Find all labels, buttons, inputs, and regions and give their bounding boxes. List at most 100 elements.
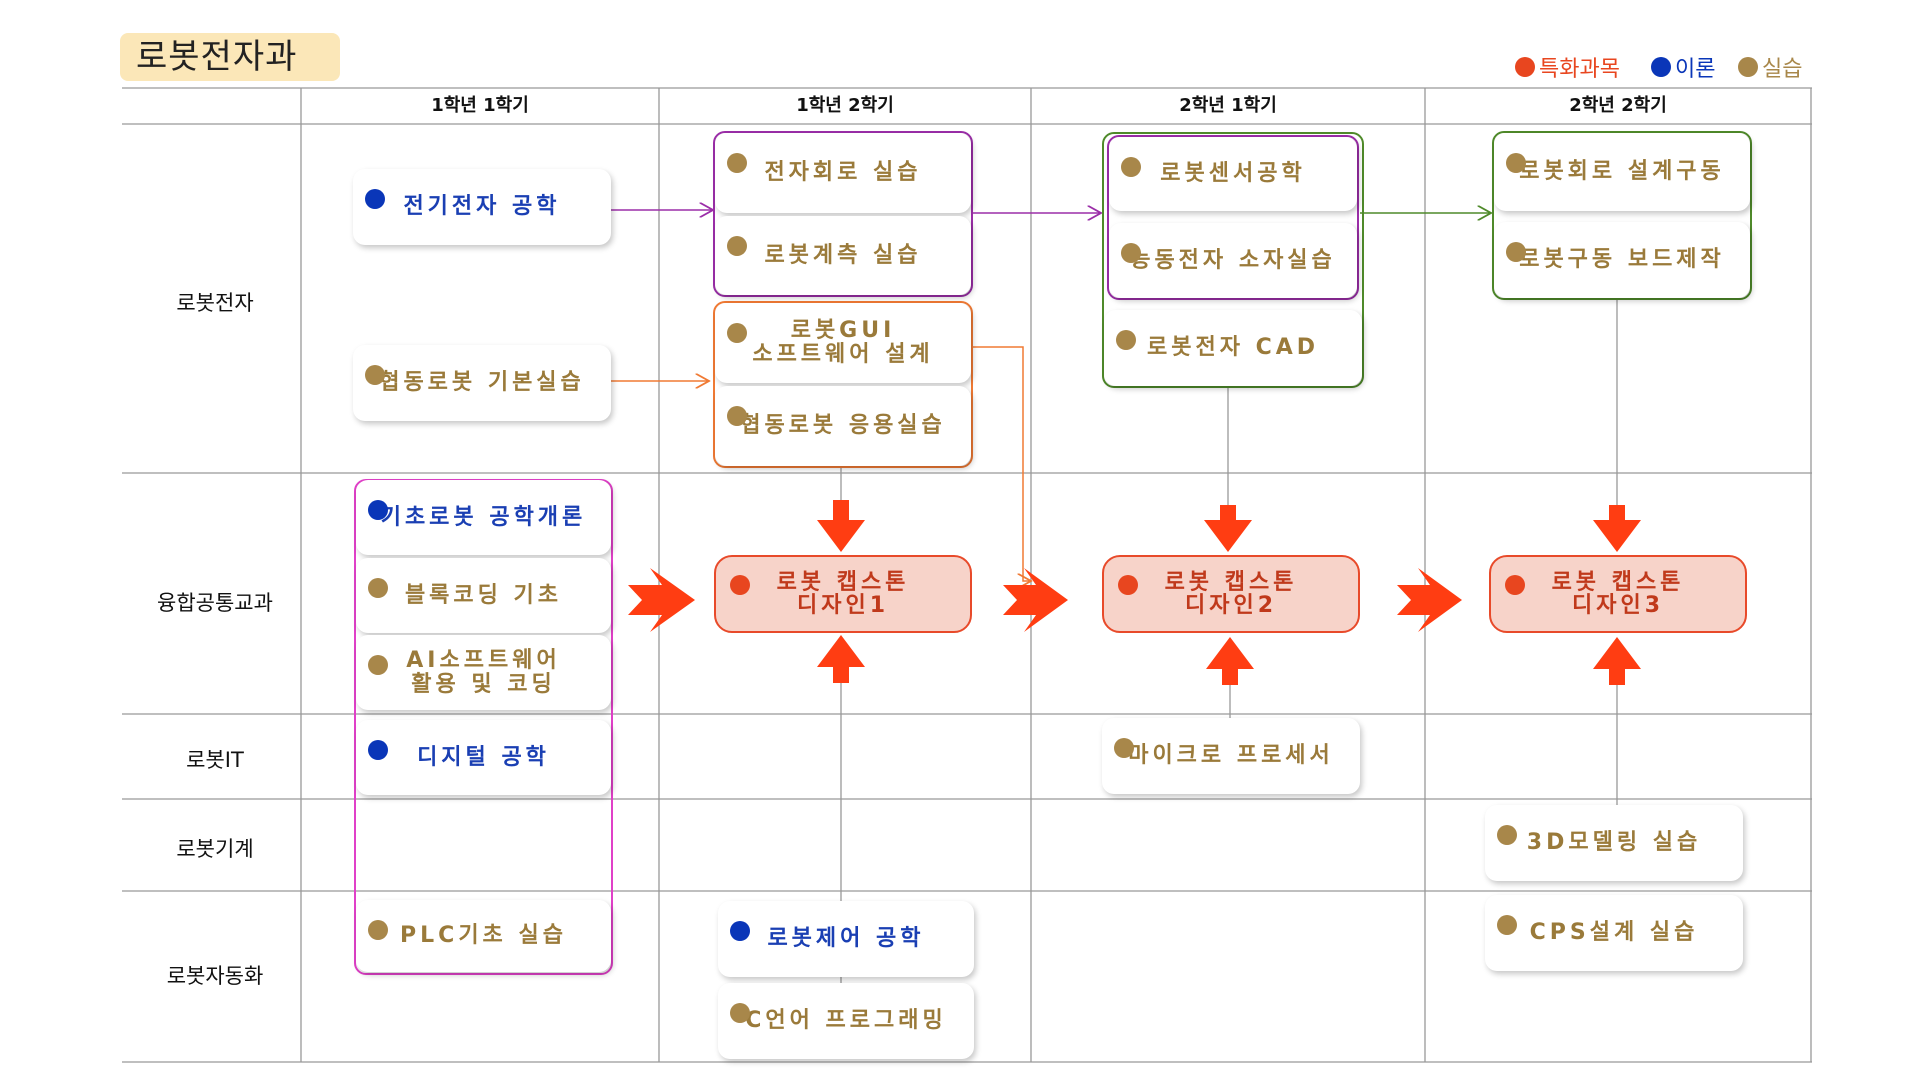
- capstone-label-line2: 디자인2: [1184, 593, 1278, 618]
- course-label: 협동로봇 응용실습: [740, 413, 946, 438]
- special-dot-icon: [1505, 575, 1525, 595]
- practice-dot-icon: [1114, 738, 1134, 758]
- course-card-active[interactable]: 능동전자 소자실습: [1109, 223, 1357, 298]
- course-label-line1: 로봇GUI: [790, 318, 896, 343]
- practice-dot-icon: [368, 920, 388, 940]
- theory-dot-icon: [730, 921, 750, 941]
- course-card-measure[interactable]: 로봇계측 실습: [715, 216, 971, 295]
- course-label: 로봇구동 보드제작: [1519, 247, 1725, 272]
- course-label-line1: AI소프트웨어: [406, 647, 561, 673]
- course-card-robot-circuit[interactable]: 로봇회로 설계구동: [1494, 133, 1750, 211]
- course-label: 능동전자 소자실습: [1130, 247, 1336, 273]
- course-card-cps[interactable]: CPS설계 실습: [1485, 895, 1743, 971]
- course-label: 로봇회로 설계구동: [1519, 159, 1725, 184]
- course-card-basic-robot[interactable]: 기초로봇 공학개론: [356, 480, 611, 555]
- practice-dot-icon: [1506, 153, 1526, 173]
- course-card-board[interactable]: 로봇구동 보드제작: [1494, 222, 1750, 298]
- course-card-gui[interactable]: 로봇GUI 소프트웨어 설계: [715, 303, 971, 383]
- practice-dot-icon: [727, 323, 747, 343]
- course-label: 3D모델링 실습: [1526, 830, 1702, 855]
- legend-special-dot: [1515, 57, 1535, 77]
- practice-dot-icon: [368, 578, 388, 598]
- practice-dot-icon: [1121, 157, 1141, 177]
- row-header-robot-it: 로봇IT: [186, 748, 244, 772]
- legend-special-label: 특화과목: [1539, 57, 1620, 82]
- course-card-ai-software[interactable]: AI소프트웨어 활용 및 코딩: [356, 635, 611, 710]
- capstone-label-line1: 로봇 캡스톤: [1551, 570, 1685, 595]
- theory-dot-icon: [368, 740, 388, 760]
- theory-dot-icon: [368, 500, 388, 520]
- course-label: 로봇계측 실습: [764, 242, 922, 268]
- course-label: 기초로봇 공학개론: [380, 504, 587, 530]
- capstone-label-line1: 로봇 캡스톤: [776, 570, 910, 595]
- practice-dot-icon: [1506, 242, 1526, 262]
- column-header-1-1: 1학년 1학기: [431, 95, 529, 116]
- course-label: 블록코딩 기초: [404, 582, 563, 608]
- course-label: 협동로봇 기본실습: [379, 370, 585, 395]
- course-card-3d-modeling[interactable]: 3D모델링 실습: [1485, 805, 1743, 881]
- course-card-micro[interactable]: 마이크로 프로세서: [1102, 718, 1360, 794]
- column-header-1-2: 1학년 2학기: [796, 95, 894, 116]
- course-label: 로봇제어 공학: [767, 926, 925, 951]
- legend-practice-label: 실습: [1762, 57, 1803, 82]
- course-card-coop-basic[interactable]: 협동로봇 기본실습: [353, 345, 611, 421]
- page-title: 로봇전자과: [120, 33, 340, 81]
- course-card-circuit[interactable]: 전자회로 실습: [715, 133, 971, 213]
- course-label-line2: 소프트웨어 설계: [752, 342, 934, 367]
- course-label: 디지털 공학: [417, 744, 550, 770]
- group-outline-1-2-orange: [713, 301, 973, 468]
- theory-dot-icon: [365, 189, 385, 209]
- course-card-sensor[interactable]: 로봇센서공학: [1109, 137, 1357, 211]
- row-header-robot-mechanical: 로봇기계: [176, 837, 254, 861]
- practice-dot-icon: [1116, 330, 1136, 350]
- group-outline-2-1-green: [1102, 132, 1364, 388]
- special-dot-icon: [730, 575, 750, 595]
- capstone-label-line2: 디자인1: [796, 593, 890, 618]
- practice-dot-icon: [730, 1003, 750, 1023]
- legend-theory-dot: [1651, 57, 1671, 77]
- legend-practice-dot: [1738, 57, 1758, 77]
- course-card-digital[interactable]: 디지털 공학: [356, 720, 611, 795]
- practice-dot-icon: [1497, 825, 1517, 845]
- course-card-plc[interactable]: PLC기초 실습: [356, 900, 611, 972]
- course-label: PLC기초 실습: [400, 923, 567, 948]
- practice-dot-icon: [727, 406, 747, 426]
- group-outline-1-2-purple: [713, 131, 973, 297]
- course-label: CPS설계 실습: [1529, 920, 1699, 945]
- column-header-2-2: 2학년 2학기: [1569, 95, 1667, 116]
- capstone-label-line1: 로봇 캡스톤: [1164, 570, 1298, 595]
- course-card-clang[interactable]: C언어 프로그래밍: [718, 983, 974, 1059]
- legend-special: 특화과목: [1515, 52, 1620, 82]
- capstone-label-line2: 디자인3: [1571, 593, 1665, 618]
- special-dot-icon: [1118, 575, 1138, 595]
- practice-dot-icon: [368, 655, 388, 675]
- course-card-block-coding[interactable]: 블록코딩 기초: [356, 558, 611, 633]
- course-label: 로봇센서공학: [1160, 161, 1306, 186]
- course-card-coop-app[interactable]: 협동로봇 응용실습: [715, 386, 971, 466]
- course-card-control[interactable]: 로봇제어 공학: [718, 901, 974, 977]
- row-header-robot-electronics: 로봇전자: [176, 291, 254, 315]
- course-label: C언어 프로그래밍: [745, 1008, 947, 1033]
- practice-dot-icon: [365, 365, 385, 385]
- course-card-elec-eng[interactable]: 전기전자 공학: [353, 169, 611, 245]
- row-header-robot-automation: 로봇자동화: [166, 964, 264, 988]
- course-card-cad[interactable]: 로봇전자 CAD: [1104, 310, 1362, 386]
- practice-dot-icon: [1497, 915, 1517, 935]
- course-label: 전기전자 공학: [403, 194, 561, 219]
- course-label: 마이크로 프로세서: [1128, 743, 1334, 768]
- legend-theory-label: 이론: [1675, 57, 1716, 82]
- legend-practice: 실습: [1738, 52, 1802, 82]
- practice-dot-icon: [727, 153, 747, 173]
- legend-theory: 이론: [1651, 52, 1715, 82]
- row-header-common: 융합공통교과: [157, 591, 273, 615]
- group-outline-2-1-purple: [1107, 135, 1359, 300]
- group-outline-2-2-green: [1492, 131, 1752, 300]
- practice-dot-icon: [727, 236, 747, 256]
- course-label-line2: 활용 및 코딩: [411, 671, 556, 697]
- course-label: 전자회로 실습: [764, 160, 922, 185]
- column-header-2-1: 2학년 1학기: [1179, 95, 1277, 116]
